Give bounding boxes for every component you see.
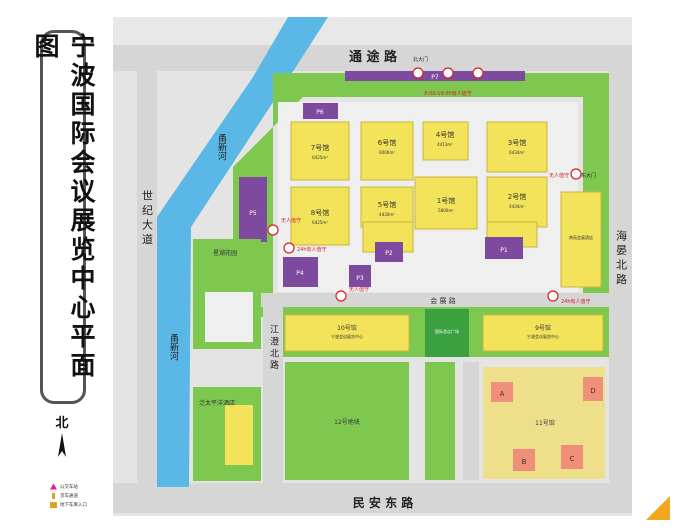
gate5-note: 8:00-19:00有人值守 <box>424 90 471 97</box>
hall-8-label: 8号馆 <box>311 208 329 217</box>
svg-text:宁波会议展览中心: 宁波会议展览中心 <box>527 333 559 339</box>
hall-9-label: 9号馆 <box>535 324 551 332</box>
gate1-note: 24h有人值守 <box>561 298 591 305</box>
block-a: A <box>500 390 505 398</box>
hotel-label: 南苑会展酒店 <box>569 234 593 240</box>
hall-5-label: 5号馆 <box>378 200 396 209</box>
hall-6-label: 6号馆 <box>378 138 396 147</box>
east-gate-label: 东大门 <box>581 172 596 179</box>
svg-text:6000m²: 6000m² <box>379 150 395 155</box>
title-box: 宁波国际会议展览中心平面图 <box>31 30 96 404</box>
hall-2-label: 2号馆 <box>508 192 526 201</box>
hall-1-label: 1号馆 <box>437 196 455 205</box>
block-b: B <box>522 458 527 466</box>
garage-entrance-icon <box>50 501 57 508</box>
hall-3-label: 3号馆 <box>508 138 526 147</box>
map-area: 7号馆 6425m² 6号馆 6000m² 4号馆 4413m² 3号馆 643… <box>113 17 632 516</box>
plot-12-label: 12号地块 <box>334 418 360 426</box>
parking-p5: P5 <box>249 210 257 217</box>
svg-text:4430m²: 4430m² <box>379 212 395 217</box>
north-arrow-icon <box>58 433 66 457</box>
legend-item-garage: 地下车库入口 <box>50 500 120 509</box>
svg-text:6425m²: 6425m² <box>312 220 328 225</box>
block-d: D <box>590 387 595 395</box>
parking-p6: P6 <box>316 109 324 116</box>
hall-4-label: 4号馆 <box>436 130 454 139</box>
hall-7-label: 7号馆 <box>311 143 329 152</box>
parking-p1: P1 <box>500 247 508 254</box>
gate6-note: 无人值守 <box>549 172 569 179</box>
svg-text:5800m²: 5800m² <box>438 208 454 213</box>
parking-p7: P7 <box>431 74 439 81</box>
road-shiji: 世 纪 大 道 <box>141 189 154 244</box>
corner-triangle-icon <box>646 496 670 520</box>
hall-11-label: 11号馆 <box>535 419 555 427</box>
parking-p2: P2 <box>385 250 393 257</box>
fantai-hotel-label: 泛太平洋酒店 <box>199 399 235 407</box>
hall-10-label: 10号馆 <box>337 324 357 332</box>
legend-item-bus: 公交车站 <box>50 482 120 491</box>
parking-p3: P3 <box>356 275 364 282</box>
gate4-note: 无人值守 <box>281 217 301 224</box>
road-jiangcheng: 江 澄 北 路 <box>268 325 279 371</box>
gate3-note: 24h有人值守 <box>297 246 327 253</box>
road-haiyan: 海 晏 北 路 <box>615 228 628 284</box>
svg-text:4434m²: 4434m² <box>509 204 525 209</box>
road-huizhan: 会 展 路 <box>430 296 455 305</box>
road-tongtu: 通 途 路 <box>349 49 398 65</box>
svg-text:6425m²: 6425m² <box>312 155 328 160</box>
river-label-top: 甬新河 <box>216 133 227 160</box>
plaza-label: 国际会议广场 <box>435 328 459 334</box>
road-minan: 民 安 东 路 <box>353 495 415 510</box>
bus-stop-icon <box>50 483 57 490</box>
legend-item-truck: 货车通道 <box>50 491 120 500</box>
parking-p4: P4 <box>296 270 304 277</box>
river-label-bottom: 甬新河 <box>168 333 179 360</box>
north-gate-label: 北大门 <box>413 56 428 63</box>
xinghu-garden-label: 星湖花园 <box>213 249 237 257</box>
svg-text:6434m²: 6434m² <box>509 150 525 155</box>
site-map: 7号馆 6425m² 6号馆 6000m² 4号馆 4413m² 3号馆 643… <box>113 17 632 516</box>
north-label: 北 <box>55 416 69 431</box>
north-indicator: 北 <box>52 412 72 465</box>
page-title: 宁波国际会议展览中心平面图 <box>31 33 96 381</box>
svg-text:4413m²: 4413m² <box>437 142 453 147</box>
svg-text:宁波会议展览中心: 宁波会议展览中心 <box>331 333 363 339</box>
gate2-note: 无人值守 <box>349 286 369 293</box>
truck-lane-icon <box>52 492 55 499</box>
legend: 公交车站 货车通道 地下车库入口 <box>50 482 120 509</box>
block-c: C <box>570 455 575 463</box>
